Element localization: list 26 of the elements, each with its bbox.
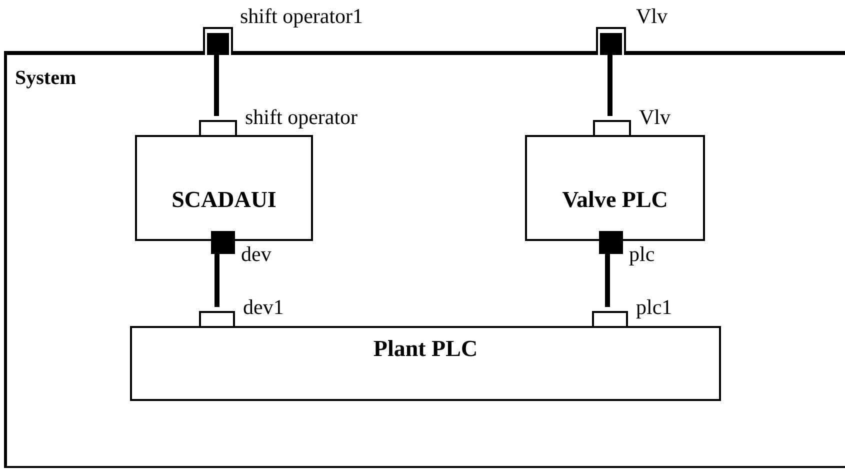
port-box	[199, 120, 237, 137]
port-box	[199, 311, 235, 328]
port-label: plc	[629, 244, 655, 265]
connector-line	[608, 55, 612, 116]
port-box	[596, 27, 626, 55]
component-label: Plant PLC	[373, 336, 478, 362]
component-label: System	[15, 67, 76, 90]
component-box	[130, 326, 721, 401]
component-label: Valve PLC	[562, 187, 668, 213]
port-label: shift operator	[245, 107, 358, 128]
component-box	[135, 135, 313, 241]
port-box	[599, 231, 623, 254]
port-label: dev1	[243, 297, 284, 318]
component-box	[525, 135, 705, 241]
port-label: dev	[241, 244, 272, 265]
port-label: shift operator1	[240, 6, 364, 27]
port-label: Vlv	[636, 6, 668, 27]
port-box	[592, 311, 628, 328]
system-frame	[4, 51, 845, 468]
port-label: plc1	[636, 297, 672, 318]
component-label: SCADAUI	[172, 187, 276, 213]
port-box	[211, 231, 235, 254]
port-box	[593, 120, 631, 137]
connector-line	[214, 55, 219, 116]
port-label: Vlv	[639, 107, 670, 128]
port-box	[203, 27, 233, 55]
